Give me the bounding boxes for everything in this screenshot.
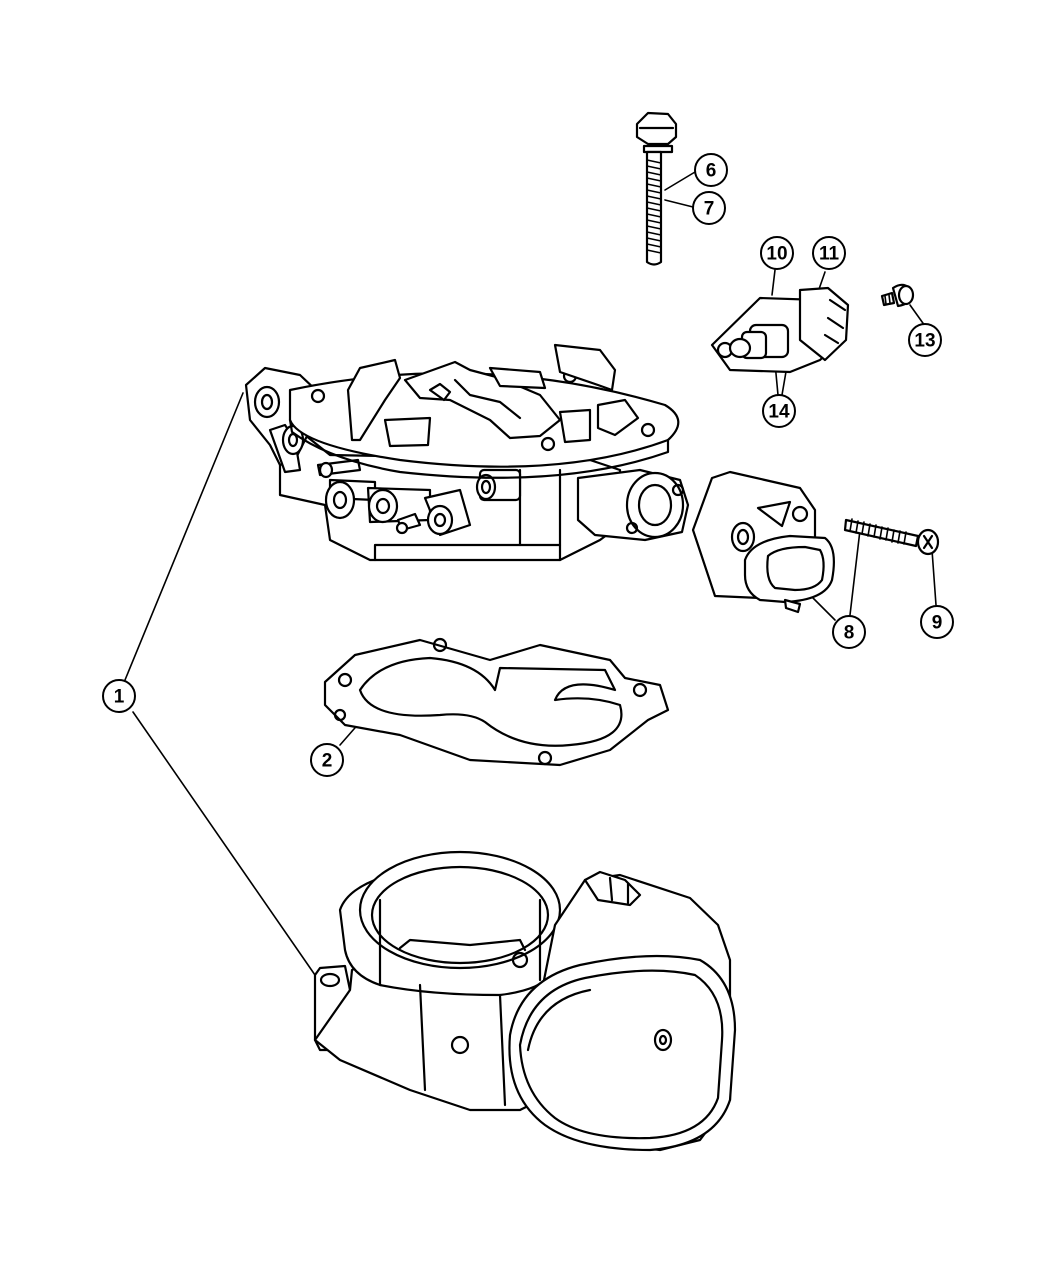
idle-air-control-motor [710, 286, 850, 374]
callout-7: 7 [692, 191, 726, 225]
callout-label: 13 [914, 331, 935, 352]
callout-label: 1 [114, 687, 125, 708]
callout-11: 11 [812, 236, 846, 270]
gasket [323, 637, 670, 767]
throttle-position-sensor [691, 470, 835, 614]
callout-1: 1 [102, 679, 136, 713]
callout-13: 13 [908, 323, 942, 357]
callout-14: 14 [762, 394, 796, 428]
callout-label: 10 [766, 244, 787, 265]
small-screw [880, 283, 915, 308]
callout-label: 6 [706, 161, 717, 182]
callout-label: 11 [819, 244, 840, 265]
callout-label: 2 [322, 751, 333, 772]
leader-lines [124, 171, 937, 976]
throttle-body-spacer [244, 343, 690, 562]
callout-10: 10 [760, 236, 794, 270]
callout-label: 14 [768, 402, 790, 423]
callout-8: 8 [832, 615, 866, 649]
sensor-screw [843, 518, 940, 556]
electronic-throttle-body [313, 850, 737, 1152]
long-bolt [635, 111, 678, 266]
callout-6: 6 [694, 153, 728, 187]
callout-label: 7 [704, 199, 715, 220]
callout-2: 2 [310, 743, 344, 777]
callout-label: 9 [932, 613, 943, 634]
callout-label: 8 [844, 623, 855, 644]
callout-9: 9 [920, 605, 954, 639]
